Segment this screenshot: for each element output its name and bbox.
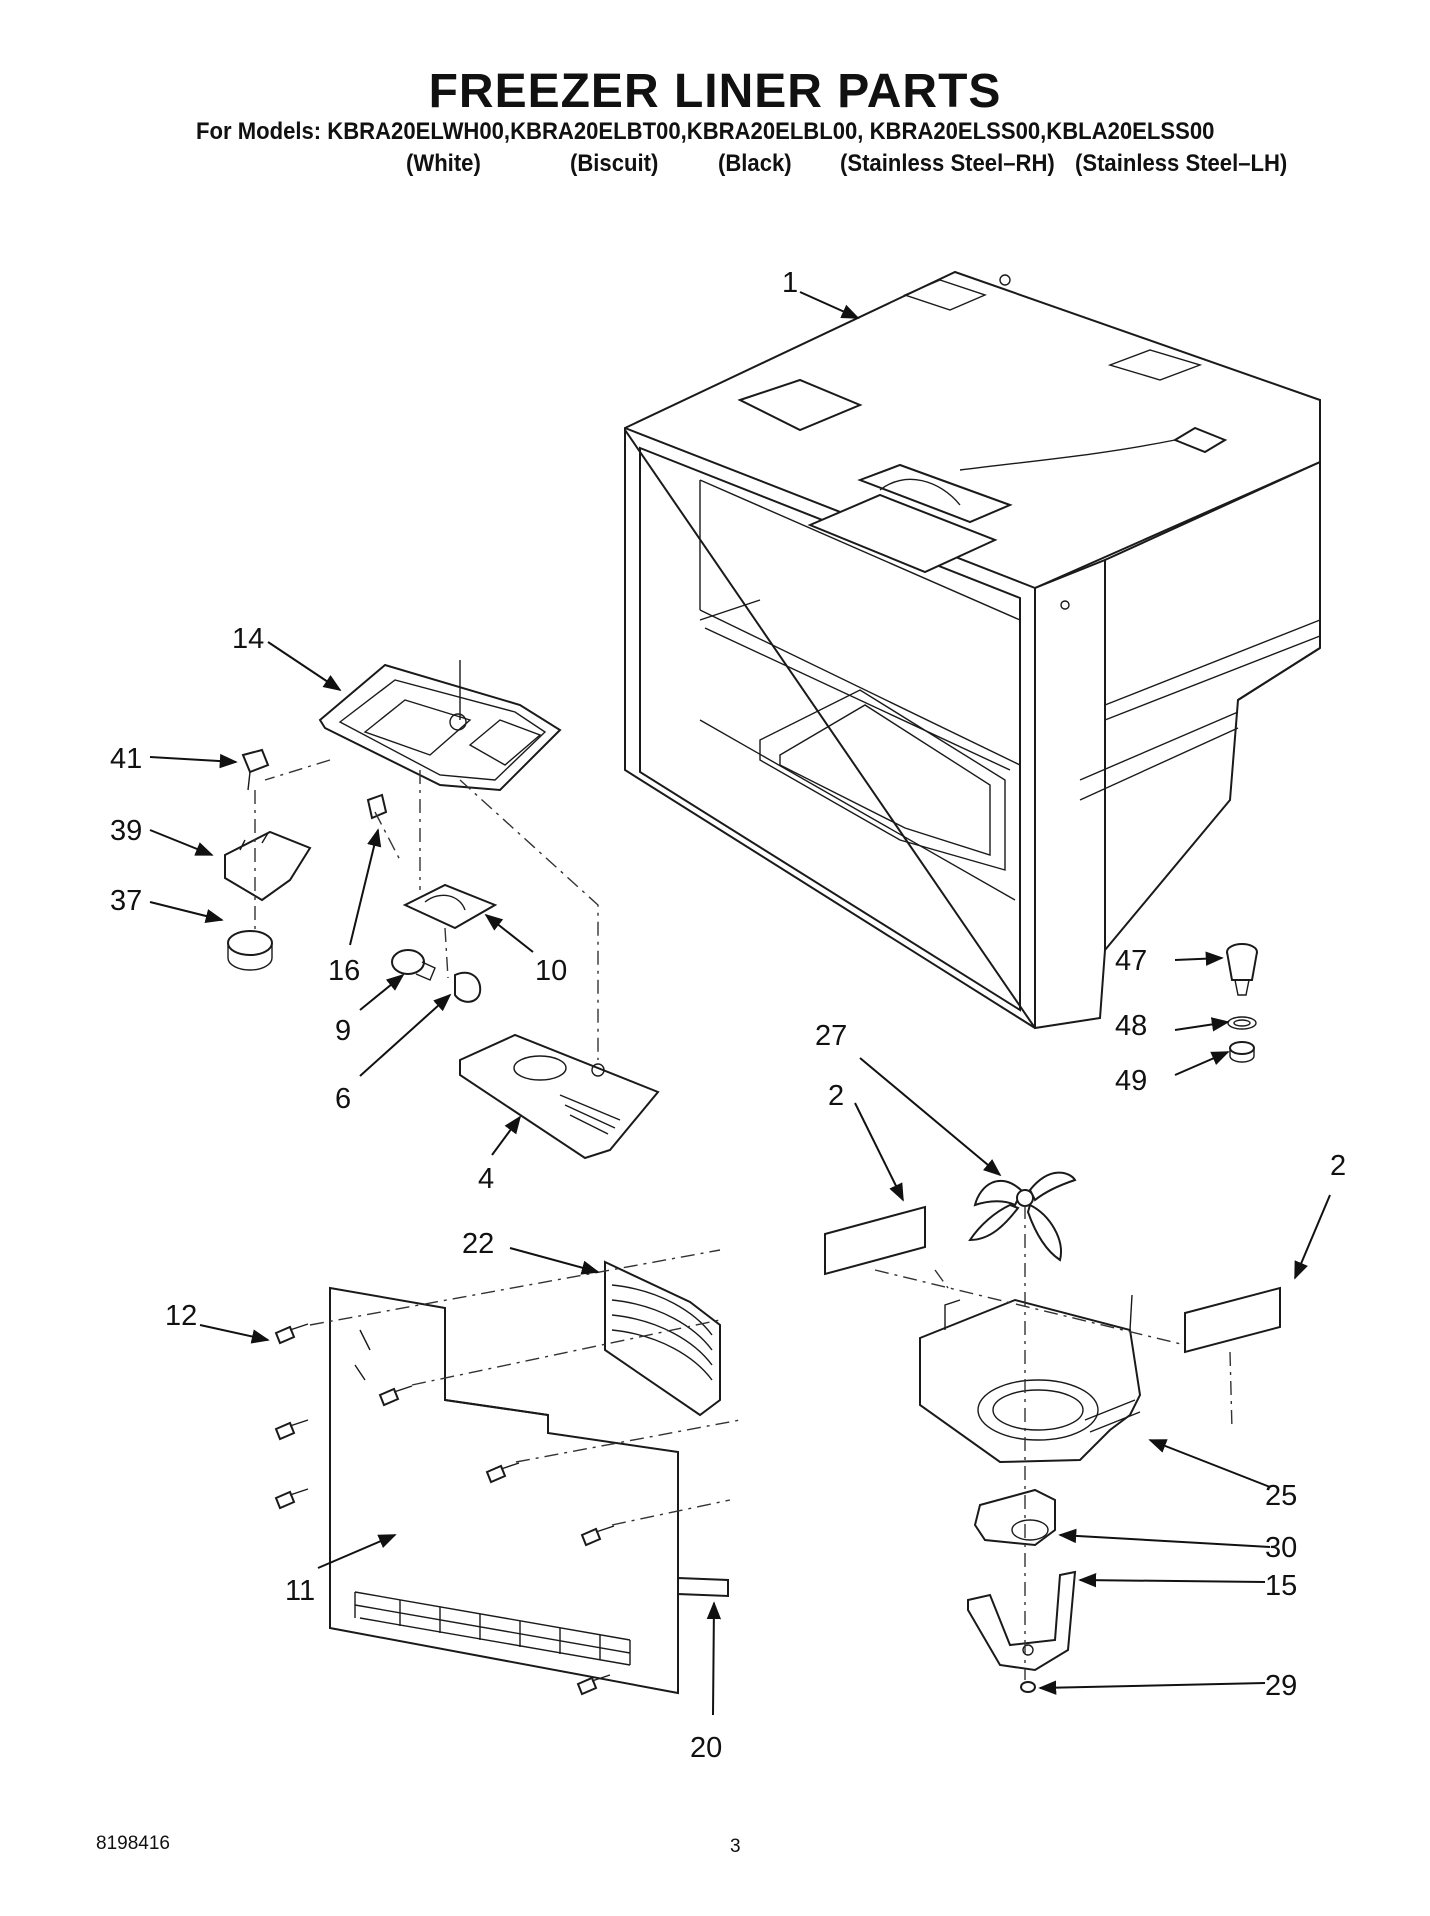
callout-27: 27 xyxy=(815,1020,847,1052)
callout-25: 25 xyxy=(1265,1480,1297,1512)
page-title: FREEZER LINER PARTS xyxy=(428,65,1002,118)
page-number: 3 xyxy=(730,1836,741,1857)
light-socket-stack xyxy=(1226,943,1258,1063)
callout-49: 49 xyxy=(1115,1065,1147,1097)
callout-16: 16 xyxy=(328,955,360,987)
variant-black: (Black) xyxy=(718,150,792,177)
callout-4: 4 xyxy=(478,1163,494,1195)
variant-white: (White) xyxy=(406,150,481,177)
callout-15: 15 xyxy=(1265,1570,1297,1602)
variant-stainless-lh: (Stainless Steel–LH) xyxy=(1075,150,1288,177)
callout-arrows xyxy=(149,291,1331,1716)
callout-48: 48 xyxy=(1115,1010,1147,1042)
callout-2-right: 2 xyxy=(1330,1150,1346,1182)
callout-47: 47 xyxy=(1115,945,1147,977)
screw-set xyxy=(274,1323,615,1696)
callout-14: 14 xyxy=(232,623,264,655)
callout-6: 6 xyxy=(335,1083,351,1115)
document-number: 8198416 xyxy=(96,1833,170,1854)
callout-9: 9 xyxy=(335,1015,351,1047)
callout-12: 12 xyxy=(165,1300,197,1332)
callout-37: 37 xyxy=(110,885,142,917)
freezer-liner xyxy=(624,270,1321,1030)
control-housing-assembly xyxy=(224,660,660,1160)
callout-29: 29 xyxy=(1265,1670,1297,1702)
callout-30: 30 xyxy=(1265,1532,1297,1564)
callout-1: 1 xyxy=(782,267,798,299)
variant-biscuit: (Biscuit) xyxy=(570,150,659,177)
callout-22: 22 xyxy=(462,1228,494,1260)
models-line: For Models: KBRA20ELWH00,KBRA20ELBT00,KB… xyxy=(196,118,1215,145)
rear-panel-assembly xyxy=(274,1249,741,1696)
callout-11: 11 xyxy=(285,1575,315,1607)
callout-2-left: 2 xyxy=(828,1080,844,1112)
callout-20: 20 xyxy=(690,1732,722,1764)
callout-39: 39 xyxy=(110,815,142,847)
callout-41: 41 xyxy=(110,743,142,775)
variant-stainless-rh: (Stainless Steel–RH) xyxy=(840,150,1055,177)
callout-labels: 1 14 41 39 37 16 10 9 6 4 22 12 11 20 47… xyxy=(110,267,1346,1764)
evaporator-fan-assembly xyxy=(824,1171,1281,1693)
callout-10: 10 xyxy=(535,955,567,987)
